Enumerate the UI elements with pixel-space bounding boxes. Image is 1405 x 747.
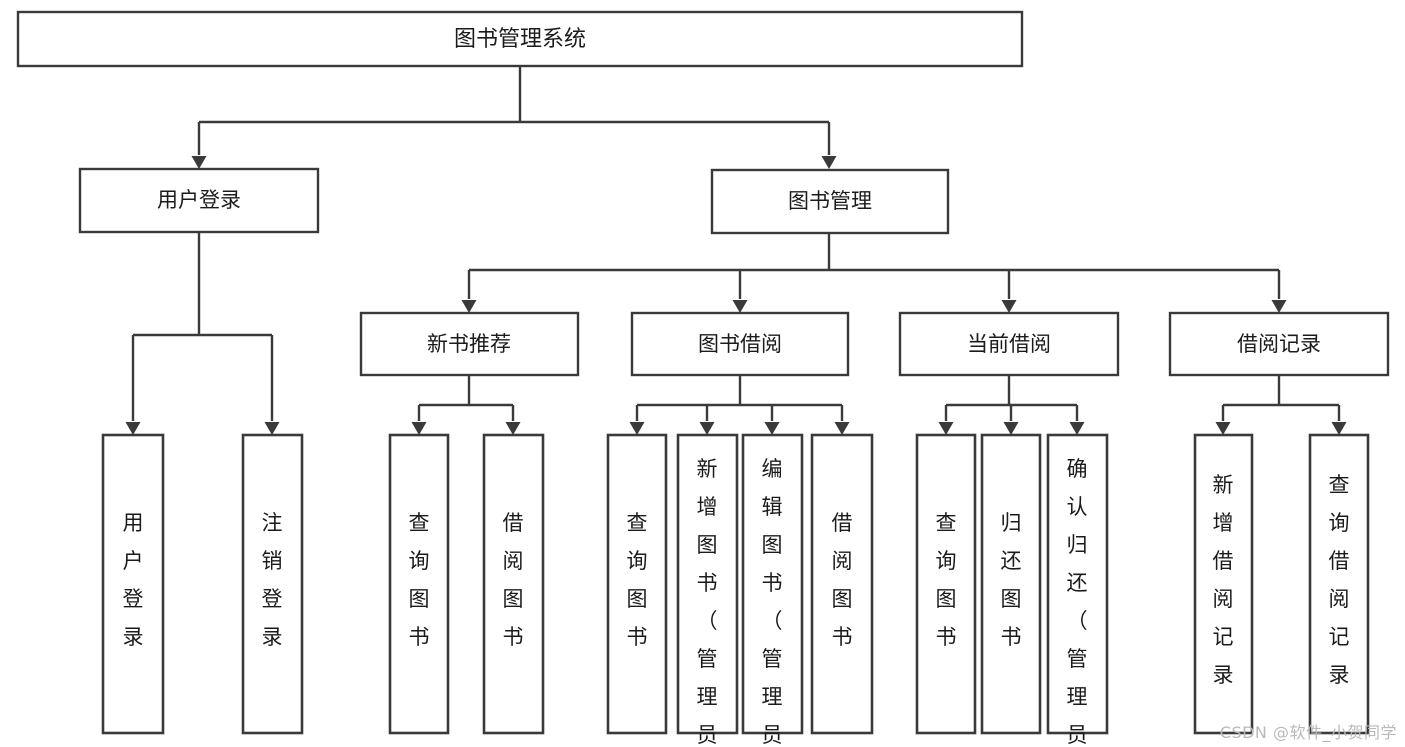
leaf-box-add-borrow-record [1193,433,1254,735]
arrow-new-book-leaf2 [505,422,521,435]
leaf-box-query-book-current [915,433,977,735]
leaf-label-query-book-borrow: 查询图书 [627,511,648,649]
leaf-label-borrow-book: 借阅图书 [832,511,853,649]
leaf-node-query-book-borrow[interactable]: 查询图书 [606,433,668,735]
leaf-label-query-book-current: 查询图书 [936,511,957,649]
leaf-box-user-login [101,433,165,735]
leaf-node-user-login[interactable]: 用户登录 [101,433,165,735]
node-label-book-management: 图书管理 [788,189,872,213]
arrow-book-borrow-leaf2 [699,422,715,435]
leaf-node-query-book-recommend[interactable]: 查询图书 [388,433,450,735]
node-box-borrow-record [1168,311,1390,377]
arrow-user-login-leaf1 [125,422,141,435]
leaf-node-add-book-admin[interactable]: 新增图书（管理员） [676,433,739,747]
node-label-book-borrow: 图书借阅 [698,332,782,356]
leaf-node-query-book-current[interactable]: 查询图书 [915,433,977,735]
arrow-current-borrow-leaf3 [1069,422,1085,435]
node-box-current-borrow [898,311,1120,377]
arrow-user-login-leaf2 [264,422,280,435]
leaf-label-return-book: 归还图书 [1001,511,1022,649]
leaf-label-confirm-return-admin: 确认归还（管理员） [1067,457,1088,747]
arrow-current-borrow-leaf2 [1003,422,1019,435]
leaf-box-edit-book-admin [741,433,804,735]
leaf-box-add-book-admin [676,433,739,735]
arrow-book-borrow-leaf4 [834,422,850,435]
node-label-root: 图书管理系统 [454,27,586,52]
arrow-to-new-book [461,300,477,313]
leaf-node-query-borrow-record[interactable]: 查询借阅记录 [1308,433,1370,735]
leaf-box-logout [241,433,304,735]
arrow-to-borrow-record [1271,300,1287,313]
node-label-current-borrow: 当前借阅 [967,332,1051,356]
leaf-box-query-book-borrow [606,433,668,735]
leaf-node-borrow-book[interactable]: 借阅图书 [810,433,874,735]
node-user-login[interactable]: 用户登录 [78,167,320,234]
arrow-to-book-borrow [732,300,748,313]
node-book-borrow[interactable]: 图书借阅 [630,311,850,377]
leaf-box-borrow-book [810,433,874,735]
leaf-box-return-book [980,433,1042,735]
node-box-book-borrow [630,311,850,377]
leaf-label-user-login: 用户登录 [123,511,144,649]
leaf-node-return-book[interactable]: 归还图书 [980,433,1042,735]
arrow-new-book-leaf1 [411,422,427,435]
node-box-user-login [78,167,320,234]
arrow-to-user-login [191,156,207,169]
node-box-root [16,10,1024,68]
leaf-label-edit-book-admin: 编辑图书（管理员） [762,457,783,747]
node-book-management[interactable]: 图书管理 [710,168,950,235]
node-box-new-book-recommend [359,311,580,377]
node-current-borrow[interactable]: 当前借阅 [898,311,1120,377]
node-label-new-book-recommend: 新书推荐 [427,332,511,356]
arrow-book-borrow-leaf3 [764,422,780,435]
arrow-borrow-record-leaf1 [1215,422,1231,435]
leaf-box-borrow-book-recommend [482,433,545,735]
arrow-to-current-borrow [1001,300,1017,313]
leaf-node-confirm-return-admin[interactable]: 确认归还（管理员） [1046,433,1109,747]
leaf-label-add-borrow-record: 新增借阅记录 [1213,473,1234,687]
leaf-box-query-borrow-record [1308,433,1370,735]
node-new-book-recommend[interactable]: 新书推荐 [359,311,580,377]
connector-layer [125,66,1347,435]
leaf-label-logout: 注销登录 [262,511,283,649]
leaf-box-query-book-recommend [388,433,450,735]
leaf-node-edit-book-admin[interactable]: 编辑图书（管理员） [741,433,804,747]
leaf-node-borrow-book-recommend[interactable]: 借阅图书 [482,433,545,735]
arrow-current-borrow-leaf1 [938,422,954,435]
leaf-label-add-book-admin: 新增图书（管理员） [697,457,718,747]
arrow-borrow-record-leaf2 [1331,422,1347,435]
leaf-node-logout[interactable]: 注销登录 [241,433,304,735]
node-box-book-management [710,168,950,235]
leaf-label-borrow-book-recommend: 借阅图书 [503,511,524,649]
node-borrow-record[interactable]: 借阅记录 [1168,311,1390,377]
leaf-node-add-borrow-record[interactable]: 新增借阅记录 [1193,433,1254,735]
leaf-box-confirm-return-admin [1046,433,1109,735]
arrow-book-borrow-leaf1 [629,422,645,435]
leaf-label-query-book-recommend: 查询图书 [409,511,430,649]
node-label-borrow-record: 借阅记录 [1237,332,1321,356]
node-label-user-login: 用户登录 [157,188,241,212]
arrow-to-book-manage [821,156,837,169]
node-root-book-management-system[interactable]: 图书管理系统 [16,10,1024,68]
csdn-watermark: CSDN @软件_小贺同学 [1219,723,1397,742]
leaf-label-query-borrow-record: 查询借阅记录 [1329,473,1350,687]
